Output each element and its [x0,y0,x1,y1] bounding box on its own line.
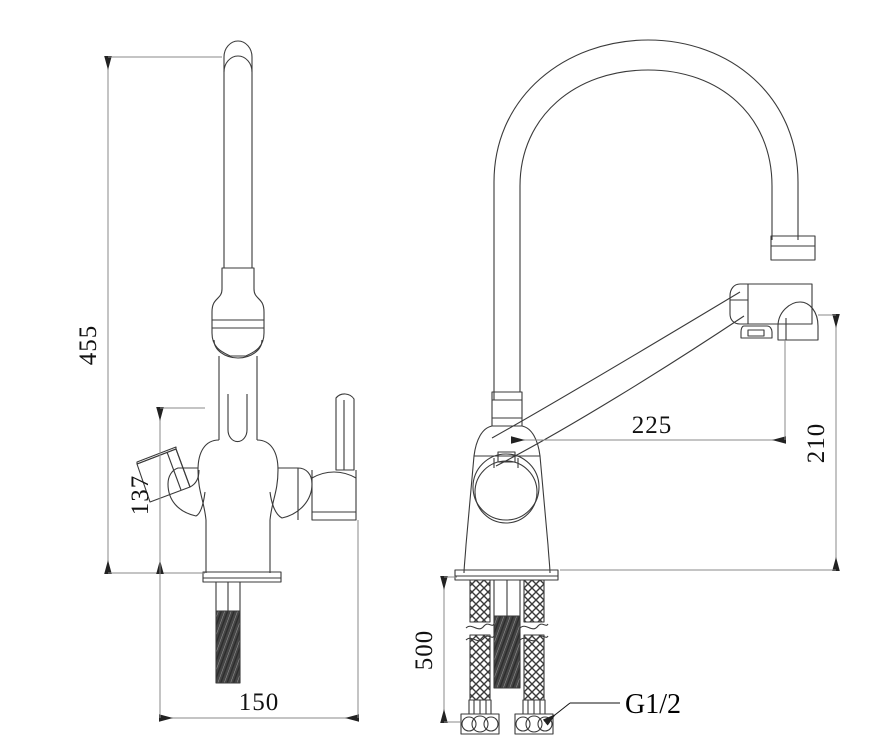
side-handle-knob[interactable] [472,451,540,524]
front-shank-collar [215,581,241,612]
dimension-hose-length [440,576,461,723]
hose-right [514,579,554,735]
front-spout-joint [211,267,265,394]
leader-thread-callout [542,702,620,726]
dimension-text-455: 455 [75,325,102,366]
side-spout-outer [493,39,799,400]
dimension-spout-reach [511,340,786,444]
side-spout-inner [519,69,773,392]
dimension-text-500: 500 [411,630,438,671]
side-spout-collar [491,391,523,427]
side-base-plate [454,569,559,581]
dimension-spout-height [560,314,840,571]
side-body [463,425,551,574]
dimension-handle-height [156,407,205,574]
dimension-text-210: 210 [803,423,830,464]
front-spout-tube [223,40,253,268]
front-left-handle[interactable] [136,446,200,503]
annotation-text-g12: G1/2 [625,689,681,720]
side-shank-collar [493,579,521,617]
side-threaded-shank [493,615,521,689]
side-arm-nub [740,325,773,339]
front-threaded-shank [215,610,241,684]
side-dome-cap [777,301,819,341]
front-body [167,394,313,573]
side-hub [770,235,816,261]
hose-left [460,579,500,735]
front-right-handle[interactable] [297,393,357,521]
dimension-base-width [159,500,359,722]
front-base-plate [202,571,282,583]
side-arm-upper-line [491,291,741,439]
side-view-faucet [454,39,819,735]
dimension-text-225: 225 [632,412,673,439]
dimension-text-150: 150 [239,689,280,716]
front-view-faucet [136,40,357,684]
side-arm-lower-line [495,315,745,467]
side-arm-housing [729,283,813,325]
dimension-text-137: 137 [127,475,154,516]
